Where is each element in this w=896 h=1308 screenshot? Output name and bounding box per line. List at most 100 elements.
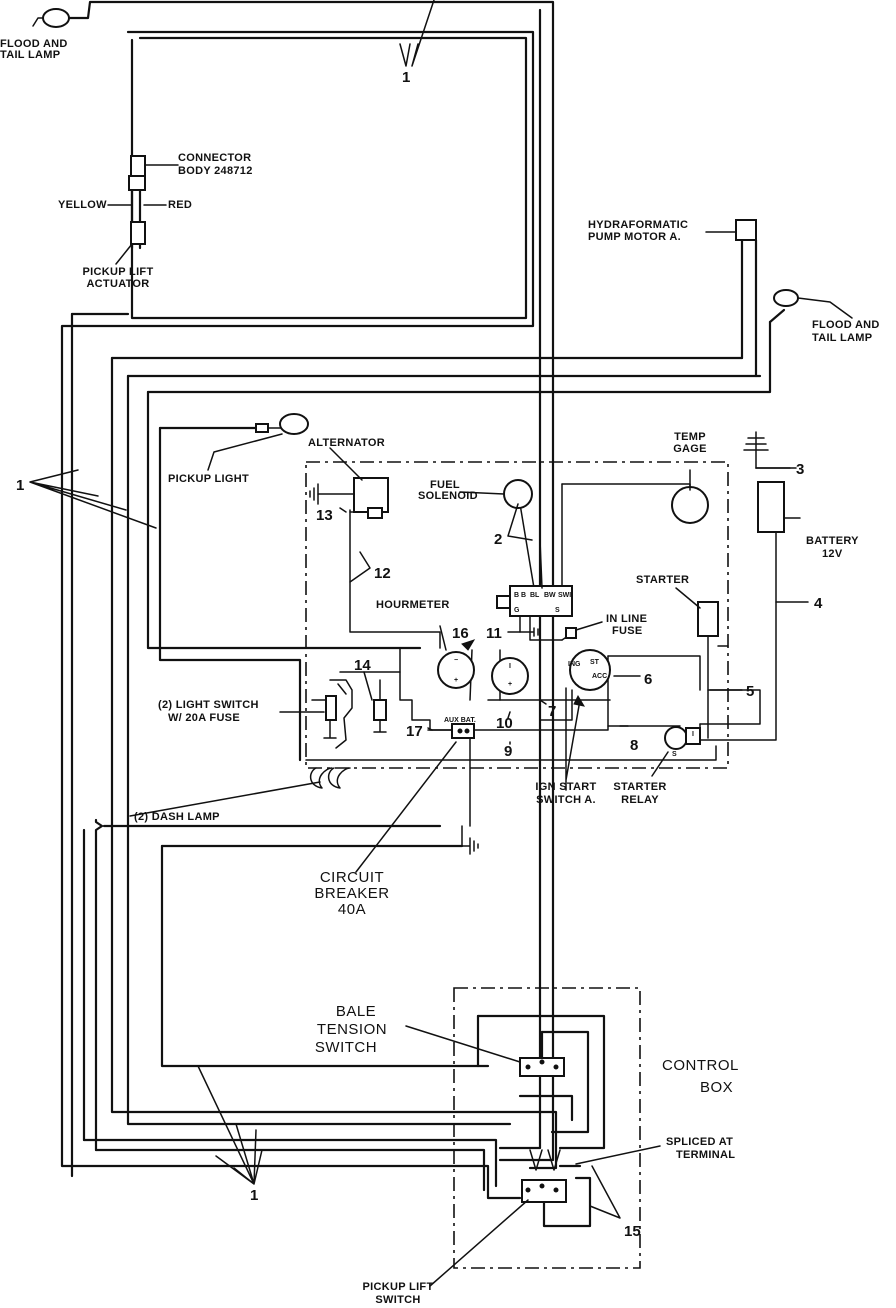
temp-gage-icon bbox=[671, 469, 709, 524]
bale-tension-label-1: BALE bbox=[336, 1003, 376, 1020]
hydraformatic-motor-icon bbox=[705, 219, 757, 241]
light-switch-icon bbox=[323, 679, 353, 749]
svg-text:BW: BW bbox=[544, 592, 556, 599]
ign-start-switch-label-2: SWITCH A. bbox=[536, 794, 596, 806]
pickup-lift-switch-icon bbox=[429, 1145, 661, 1287]
svg-text:SWI: SWI bbox=[558, 592, 571, 599]
text-labels: FLOOD AND TAIL LAMP CONNECTOR BODY 24871… bbox=[0, 38, 880, 1306]
temp-gage-label-1: TEMP bbox=[674, 431, 706, 443]
pickup-lift-switch-label-1: PICKUP LIFT bbox=[363, 1281, 434, 1293]
callout-8: 8 bbox=[630, 737, 638, 754]
alternator-label: ALTERNATOR bbox=[308, 437, 385, 449]
ign-start-switch-icon: ING ST ACC bbox=[568, 649, 611, 691]
fuel-solenoid-label-2: SOLENOID bbox=[418, 490, 478, 502]
circuit-breaker-label-3: 40A bbox=[338, 901, 366, 918]
svg-text:ACC: ACC bbox=[592, 673, 607, 680]
fuel-solenoid-label-1: FUEL bbox=[430, 479, 460, 491]
hydraformatic-label-2: PUMP MOTOR A. bbox=[588, 231, 681, 243]
circuit-breaker-label-1: CIRCUIT bbox=[320, 869, 384, 886]
connector-body-label-1: CONNECTOR bbox=[178, 152, 251, 164]
hydraformatic-label-1: HYDRAFORMATIC bbox=[588, 219, 688, 231]
callout-14: 14 bbox=[354, 657, 371, 674]
battery-icon bbox=[757, 481, 801, 533]
svg-text:I: I bbox=[692, 731, 694, 738]
flood-tail-right-label-1: FLOOD AND bbox=[812, 319, 880, 331]
callout-9: 9 bbox=[504, 743, 512, 760]
svg-text:BL: BL bbox=[530, 592, 540, 599]
hourmeter-icon: − + bbox=[437, 625, 476, 689]
spliced-at-terminal-label-2: TERMINAL bbox=[676, 1149, 735, 1161]
yellow-label: YELLOW bbox=[58, 199, 107, 211]
callout-7: 7 bbox=[548, 703, 556, 720]
light-switch-label-1: (2) LIGHT SWITCH bbox=[158, 699, 259, 711]
pickup-lift-actuator-label-2: ACTUATOR bbox=[86, 278, 149, 290]
callout-leaders bbox=[29, 0, 809, 1219]
callout-12: 12 bbox=[374, 565, 391, 582]
callout-13: 13 bbox=[316, 507, 333, 524]
circuit-breaker-icon bbox=[355, 723, 475, 873]
starter-icon bbox=[675, 587, 719, 637]
circuit-breaker-label-2: BREAKER bbox=[314, 885, 389, 902]
dash-lamp-icon bbox=[129, 767, 351, 817]
pickup-lift-actuator-label-1: PICKUP LIFT bbox=[83, 266, 154, 278]
connector-body-label-2: BODY 248712 bbox=[178, 165, 253, 177]
battery-label-2: 12V bbox=[822, 548, 843, 560]
pickup-lift-actuator-icon bbox=[130, 221, 146, 245]
spliced-at-terminal-label-1: SPLICED AT bbox=[666, 1136, 733, 1148]
bale-tension-label-2: TENSION bbox=[317, 1021, 387, 1038]
svg-text:S: S bbox=[672, 751, 677, 758]
callout-10: 10 bbox=[496, 715, 513, 732]
red-label: RED bbox=[168, 199, 192, 211]
battery-ground-icon bbox=[743, 431, 797, 469]
console-outlines bbox=[305, 461, 729, 1269]
callout-numbers: 1 1 1 2 3 4 5 6 7 8 9 10 11 12 13 14 15 … bbox=[16, 69, 823, 1240]
svg-text:I: I bbox=[509, 663, 511, 670]
svg-text:G: G bbox=[514, 607, 520, 614]
starter-relay-label-1: STARTER bbox=[613, 781, 666, 793]
callout-6: 6 bbox=[644, 671, 652, 688]
callout-1-top: 1 bbox=[402, 69, 410, 86]
flood-lamp-left-icon bbox=[32, 8, 70, 28]
svg-text:ST: ST bbox=[590, 659, 600, 666]
callout-1-bottom: 1 bbox=[250, 1187, 258, 1204]
connector-body-icon bbox=[128, 155, 179, 191]
svg-text:ING: ING bbox=[568, 661, 581, 668]
ground-11-icon bbox=[519, 615, 539, 637]
starter-relay-icon: I S bbox=[664, 726, 701, 758]
callout-11: 11 bbox=[486, 625, 502, 642]
svg-text:+: + bbox=[508, 681, 512, 688]
bale-tension-switch-icon bbox=[405, 1025, 565, 1077]
callout-5: 5 bbox=[746, 683, 754, 700]
bale-tension-label-3: SWITCH bbox=[315, 1039, 377, 1056]
callout-16: 16 bbox=[452, 625, 469, 642]
hourmeter-label: HOURMETER bbox=[376, 599, 450, 611]
flood-lamp-right-icon bbox=[773, 289, 853, 319]
pickup-light-icon bbox=[207, 413, 309, 471]
callout-15: 15 bbox=[624, 1223, 641, 1240]
dash-lamp-label: (2) DASH LAMP bbox=[134, 811, 220, 823]
svg-text:B B: B B bbox=[514, 592, 526, 599]
pickup-lift-switch-label-2: SWITCH bbox=[375, 1294, 420, 1306]
harness-wires bbox=[58, 0, 786, 1228]
gauge-icon: I + bbox=[491, 657, 529, 695]
pickup-light-label: PICKUP LIGHT bbox=[168, 473, 249, 485]
starter-relay-label-2: RELAY bbox=[621, 794, 659, 806]
control-box-label-2: BOX bbox=[700, 1079, 733, 1096]
callout-2: 2 bbox=[494, 531, 502, 548]
flood-tail-right-label-2: TAIL LAMP bbox=[812, 332, 872, 344]
aux-bat-label: AUX BAT. bbox=[444, 717, 476, 724]
in-line-fuse-icon bbox=[565, 621, 603, 639]
callout-1-left: 1 bbox=[16, 477, 24, 494]
ground-icon bbox=[461, 837, 479, 855]
svg-text:+: + bbox=[454, 677, 458, 684]
starter-label: STARTER bbox=[636, 574, 689, 586]
callout-3: 3 bbox=[796, 461, 804, 478]
svg-text:S: S bbox=[555, 607, 560, 614]
in-line-fuse-label-1: IN LINE bbox=[606, 613, 647, 625]
callout-17: 17 bbox=[406, 723, 423, 740]
battery-label-1: BATTERY bbox=[806, 535, 859, 547]
in-line-fuse-label-2: FUSE bbox=[612, 625, 643, 637]
fuel-solenoid-icon bbox=[459, 479, 533, 509]
svg-text:−: − bbox=[454, 657, 458, 664]
